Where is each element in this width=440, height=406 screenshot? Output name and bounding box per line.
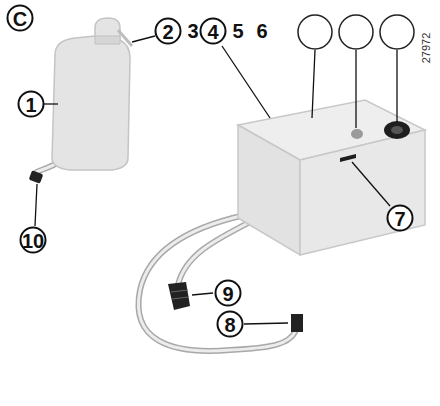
- hose: [178, 222, 250, 285]
- bottle-cap: [95, 36, 120, 44]
- callout-number: 4: [200, 18, 227, 45]
- callout-number: 2: [155, 18, 182, 45]
- port: [384, 121, 410, 139]
- leader-lines: [35, 36, 397, 324]
- bottle: [52, 18, 130, 170]
- leader-line: [355, 50, 356, 128]
- leader-line: [244, 323, 288, 324]
- leader-line: [352, 162, 390, 206]
- hose-end: [29, 170, 44, 184]
- figure-number: 27972: [421, 33, 432, 64]
- hose: [178, 222, 250, 285]
- callout-number: 8: [217, 311, 244, 338]
- callout-number: 6: [256, 21, 267, 41]
- connector-fitting: [168, 282, 190, 310]
- leader-line: [35, 184, 37, 226]
- leader-line: [132, 36, 155, 42]
- button: [351, 129, 363, 139]
- connector-fitting: [171, 290, 189, 299]
- callout-number: 1: [18, 91, 45, 118]
- leader-line: [192, 293, 213, 295]
- leader-line: [396, 50, 397, 122]
- port: [391, 126, 403, 134]
- callout-circle: [380, 15, 414, 49]
- box-front: [300, 130, 425, 255]
- callout-number: 7: [387, 205, 414, 232]
- leader-line: [312, 50, 315, 118]
- callout-circle: [298, 15, 332, 49]
- callout-number: 9: [215, 280, 242, 307]
- callout-number: 3: [187, 21, 198, 41]
- connector-fitting: [291, 314, 303, 332]
- bottle-spout: [118, 30, 132, 46]
- callout-circle: [339, 15, 373, 49]
- callout-number: C: [7, 5, 34, 32]
- slot: [340, 154, 356, 162]
- box-side: [238, 125, 300, 255]
- leader-line: [222, 46, 270, 118]
- callout-number: 5: [232, 21, 243, 41]
- leader-line: [44, 103, 58, 104]
- callout-number: 10: [20, 227, 47, 254]
